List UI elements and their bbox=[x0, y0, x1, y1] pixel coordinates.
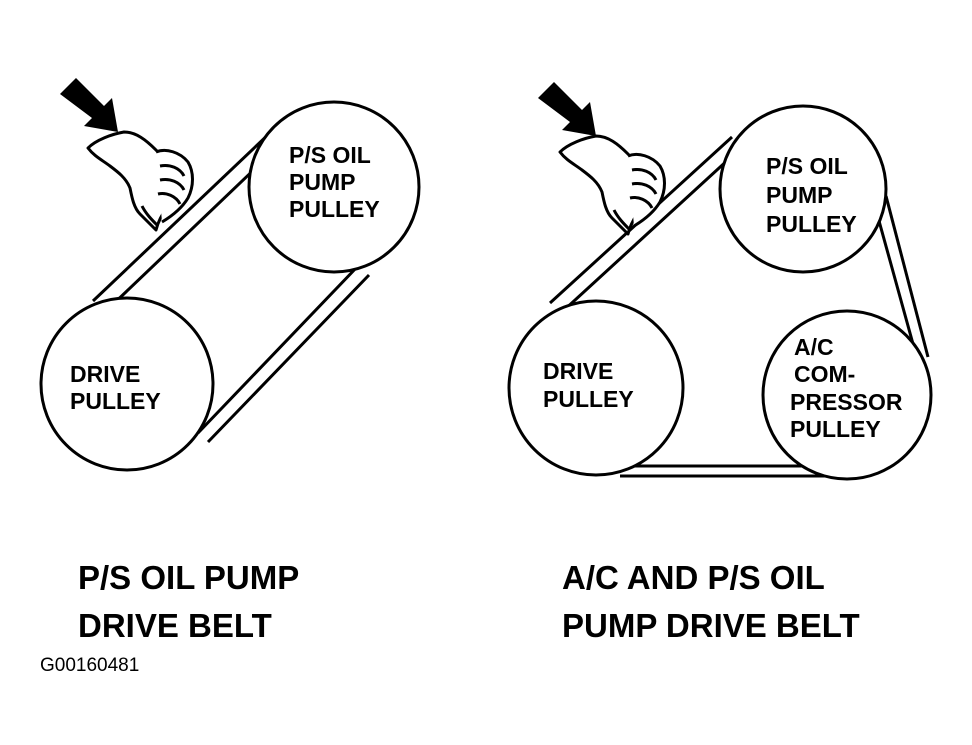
right-oil-pump-pulley-label: P/S OIL PUMP PULLEY bbox=[766, 153, 857, 237]
right-ac-compressor-pulley bbox=[761, 309, 933, 481]
right-drive-pulley bbox=[507, 299, 685, 477]
right-push-arrow-icon bbox=[538, 82, 596, 136]
left-diagram: P/S OIL PUMP PULLEY DRIVE PULLEY P/S OIL… bbox=[39, 78, 421, 644]
right-oil-pump-pulley bbox=[718, 104, 888, 274]
left-oil-pump-pulley bbox=[247, 100, 421, 274]
left-caption: P/S OIL PUMP DRIVE BELT bbox=[78, 559, 308, 644]
right-ac-compressor-pulley-label: A/C COM- PRESSOR PULLEY bbox=[790, 334, 909, 442]
left-push-arrow-icon bbox=[60, 78, 118, 132]
left-oil-pump-pulley-label: P/S OIL PUMP PULLEY bbox=[289, 142, 380, 222]
right-hand-icon bbox=[558, 134, 666, 236]
left-hand-icon bbox=[86, 130, 194, 232]
right-diagram: P/S OIL PUMP PULLEY DRIVE PULLEY A/C COM… bbox=[507, 82, 933, 644]
left-drive-pulley-label: DRIVE PULLEY bbox=[70, 361, 161, 414]
right-drive-pulley-label: DRIVE PULLEY bbox=[543, 358, 634, 412]
left-drive-pulley bbox=[39, 296, 215, 472]
figure-code: G00160481 bbox=[40, 655, 139, 676]
right-caption: A/C AND P/S OIL PUMP DRIVE BELT bbox=[562, 559, 860, 644]
